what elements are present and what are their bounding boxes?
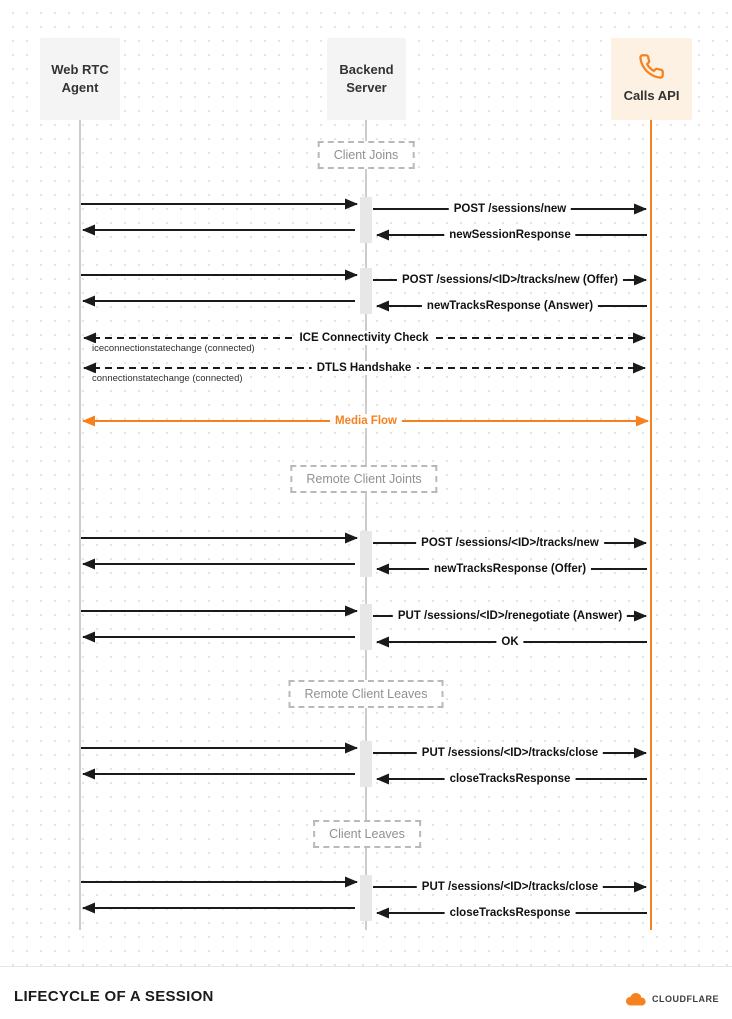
message-put-tracks-close-2: PUT /sessions/<ID>/tracks/close	[416, 880, 604, 894]
activation-bar	[360, 268, 372, 314]
note-client-leaves: Client Leaves	[313, 820, 421, 848]
footer: LIFECYCLE OF A SESSION CLOUDFLARE	[0, 966, 732, 1019]
message-ok: OK	[496, 635, 524, 649]
actor-backend-server: Backend Server	[327, 38, 406, 120]
sub-label-iceconnectionstatechange: iceconnectionstatechange (connected)	[90, 343, 257, 354]
footer-title: LIFECYCLE OF A SESSION	[14, 988, 214, 1005]
actor-label: Backend Server	[339, 62, 394, 95]
actor-label: Web RTC Agent	[51, 62, 109, 95]
activation-bar	[360, 531, 372, 577]
actor-label: Calls API	[623, 88, 680, 104]
message-new-tracks-response-answer: newTracksResponse (Answer)	[421, 299, 599, 313]
message-new-session-response: newSessionResponse	[444, 228, 576, 242]
note-client-joins: Client Joins	[317, 141, 415, 169]
activation-bar	[360, 741, 372, 787]
message-close-tracks-response-2: closeTracksResponse	[444, 906, 576, 920]
message-dtls-handshake: DTLS Handshake	[311, 361, 417, 375]
note-remote-client-leaves: Remote Client Leaves	[288, 680, 444, 708]
actor-web-rtc-agent: Web RTC Agent	[40, 38, 120, 120]
message-put-renegotiate-answer: PUT /sessions/<ID>/renegotiate (Answer)	[392, 609, 628, 623]
lifeline-backend-server	[365, 120, 367, 930]
message-ice-connectivity-check: ICE Connectivity Check	[294, 331, 434, 345]
message-put-tracks-close-1: PUT /sessions/<ID>/tracks/close	[416, 746, 604, 760]
message-new-tracks-response-offer: newTracksResponse (Offer)	[428, 562, 592, 576]
message-post-sessions-new: POST /sessions/new	[448, 202, 572, 216]
activation-bar	[360, 604, 372, 650]
message-post-tracks-new: POST /sessions/<ID>/tracks/new	[416, 536, 604, 550]
message-media-flow: Media Flow	[330, 414, 402, 428]
note-remote-client-joints: Remote Client Joints	[290, 465, 438, 493]
actor-calls-api: Calls API	[611, 38, 692, 120]
cloudflare-logo: CLOUDFLARE	[623, 991, 719, 1007]
message-close-tracks-response-1: closeTracksResponse	[444, 772, 576, 786]
activation-bar	[360, 197, 372, 243]
lifeline-calls-api	[650, 120, 652, 930]
cloudflare-wordmark: CLOUDFLARE	[652, 994, 719, 1004]
activation-bar	[360, 875, 372, 921]
cloudflare-cloud-icon	[623, 991, 647, 1007]
phone-icon	[638, 53, 665, 80]
lifeline-web-rtc-agent	[79, 120, 81, 930]
sub-label-connectionstatechange: connectionstatechange (connected)	[90, 373, 245, 384]
message-post-tracks-new-offer: POST /sessions/<ID>/tracks/new (Offer)	[396, 273, 624, 287]
